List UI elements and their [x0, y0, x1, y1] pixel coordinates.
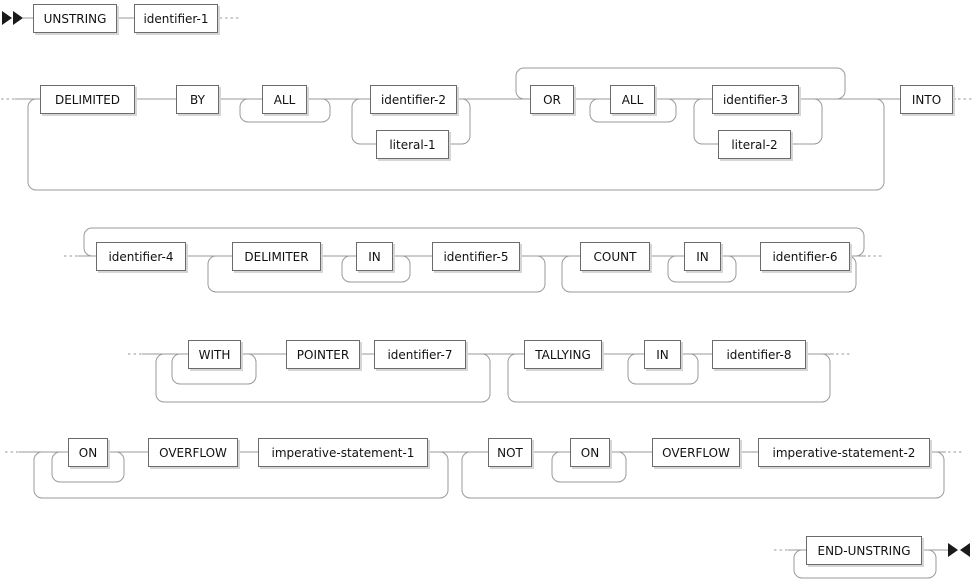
- node-delimiter: DELIMITER: [232, 242, 321, 271]
- node-identifier-5: identifier-5: [432, 242, 520, 271]
- node-all-1: ALL: [262, 85, 307, 114]
- node-into: INTO: [900, 85, 953, 114]
- end-arrow-icon: [948, 543, 970, 557]
- node-tallying: TALLYING: [524, 340, 602, 369]
- node-identifier-6: identifier-6: [760, 242, 850, 271]
- node-identifier-2: identifier-2: [370, 85, 457, 114]
- node-on-1: ON: [68, 438, 108, 467]
- node-pointer: POINTER: [286, 340, 360, 369]
- node-overflow-1: OVERFLOW: [148, 438, 238, 467]
- node-literal-1: literal-1: [376, 130, 449, 159]
- node-all-2: ALL: [610, 85, 655, 114]
- node-count: COUNT: [580, 242, 650, 271]
- node-with: WITH: [188, 340, 241, 369]
- end-arrow-right-triangle: [948, 543, 958, 557]
- node-in-2: IN: [684, 242, 721, 271]
- node-delimited: DELIMITED: [40, 85, 135, 114]
- start-arrow-icon: [2, 11, 23, 25]
- start-arrow-right-triangle: [13, 11, 23, 25]
- node-identifier-3: identifier-3: [712, 85, 799, 114]
- node-by: BY: [176, 85, 219, 114]
- node-literal-2: literal-2: [718, 130, 791, 159]
- node-not: NOT: [488, 438, 532, 467]
- start-arrow-left-triangle: [2, 11, 12, 25]
- node-or: OR: [530, 85, 574, 114]
- node-identifier-4: identifier-4: [96, 242, 186, 271]
- node-imperative-statement-2: imperative-statement-2: [758, 438, 930, 467]
- node-end-unstring: END-UNSTRING: [806, 536, 922, 565]
- node-overflow-2: OVERFLOW: [652, 438, 740, 467]
- end-arrow-left-triangle: [960, 543, 970, 557]
- node-identifier-1: identifier-1: [134, 4, 218, 33]
- node-identifier-7: identifier-7: [374, 340, 466, 369]
- node-identifier-8: identifier-8: [712, 340, 806, 369]
- node-imperative-statement-1: imperative-statement-1: [258, 438, 428, 467]
- node-in-3: IN: [644, 340, 681, 369]
- node-unstring: UNSTRING: [33, 4, 117, 33]
- node-in-1: IN: [356, 242, 393, 271]
- node-on-2: ON: [570, 438, 610, 467]
- bypass-on-overflow-phrase: [33, 451, 449, 499]
